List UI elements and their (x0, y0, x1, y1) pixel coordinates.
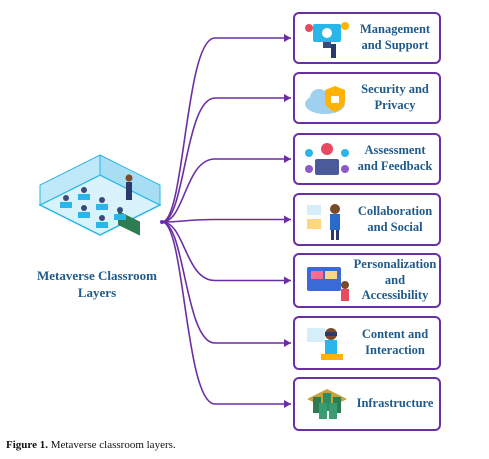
arrowhead-0 (284, 34, 291, 42)
arrowhead-5 (284, 339, 291, 347)
layer-label: Management and Support (359, 22, 431, 52)
arrowhead-4 (284, 276, 291, 285)
layer-collaboration-social: Collaboration and Social (293, 193, 441, 246)
arrowhead-2 (284, 155, 291, 163)
connector-6 (161, 221, 291, 405)
connector-1 (161, 97, 291, 223)
layer-label: Security and Privacy (361, 82, 429, 112)
layer-management-support: Management and Support (293, 12, 441, 64)
vr-headset-person-icon (307, 328, 343, 360)
layer-label: Personalization and Accessibility (353, 257, 437, 303)
feedback-network-icon (305, 143, 349, 175)
layer-label: Content and Interaction (361, 327, 429, 357)
layer-infrastructure: Infrastructure (293, 377, 441, 431)
layer-security-privacy: Security and Privacy (293, 72, 441, 124)
personalization-screen-icon (307, 267, 349, 301)
figure-caption: Figure 1. Metaverse classroom layers. (6, 439, 176, 451)
layer-label: Collaboration and Social (357, 203, 433, 234)
layer-label: Infrastructure (356, 396, 434, 411)
layer-content-interaction: Content and Interaction (293, 316, 441, 370)
caption-label: Figure 1. (6, 439, 48, 451)
layer-label: Assessment and Feedback (357, 143, 433, 173)
classroom-isometric-icon (38, 154, 162, 236)
connector-0 (161, 37, 291, 223)
cloud-shield-lock-icon (305, 86, 345, 114)
layer-assessment-feedback: Assessment and Feedback (293, 133, 441, 185)
caption-text: Metaverse classroom layers. (47, 439, 176, 451)
arrowhead-1 (284, 94, 291, 102)
center-title: Metaverse Classroom Layers (37, 268, 157, 300)
connector-2 (161, 158, 291, 223)
connector-hub (160, 220, 164, 224)
computer-management-icon (305, 22, 349, 58)
connector-5 (161, 221, 291, 344)
connector-3 (161, 218, 291, 223)
connector-4 (161, 221, 291, 282)
arrowhead-6 (284, 400, 291, 408)
arrowhead-3 (284, 215, 291, 224)
server-racks-icon (307, 389, 347, 419)
layer-personalization-accessibility: Personalization and Accessibility (293, 253, 441, 308)
collaboration-person-icon (307, 204, 340, 240)
